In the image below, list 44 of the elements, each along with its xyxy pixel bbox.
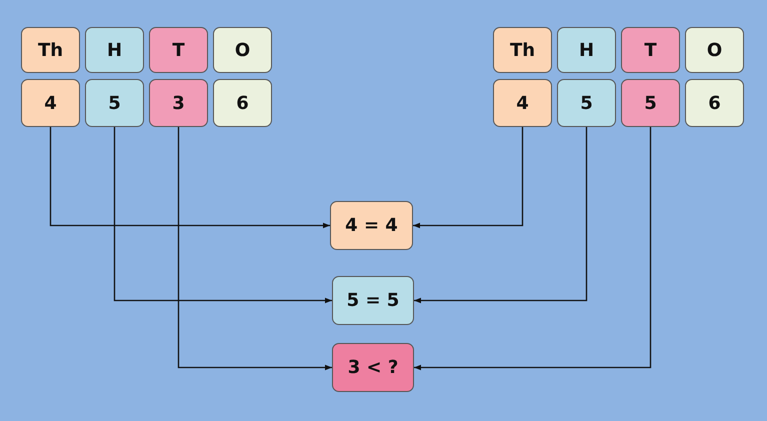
- place-value-header: [21, 27, 80, 73]
- digit-box: [213, 79, 272, 127]
- digit-box: [85, 79, 144, 127]
- digit-box: [493, 79, 552, 127]
- digit-label: 4: [44, 92, 57, 114]
- digit-label: 3: [172, 92, 185, 114]
- digit-label: H: [578, 40, 594, 60]
- digit-label: T: [172, 40, 185, 60]
- digit-label: 6: [708, 92, 721, 114]
- place-value-header: [557, 27, 616, 73]
- digit-label: T: [644, 40, 657, 60]
- digit-label: O: [234, 40, 250, 60]
- place-value-header: [621, 27, 680, 73]
- comparison-box: [332, 343, 414, 392]
- digit-label: Th: [510, 40, 536, 60]
- digit-label: Th: [38, 40, 64, 60]
- place-value-header: [149, 27, 208, 73]
- digit-box: [21, 79, 80, 127]
- digit-box: [557, 79, 616, 127]
- place-value-header: [493, 27, 552, 73]
- arrow: [414, 127, 588, 304]
- arrow: [178, 127, 332, 370]
- digit-box: [685, 79, 744, 127]
- digit-label: H: [106, 40, 122, 60]
- place-value-header: [213, 27, 272, 73]
- digit-box: [621, 79, 680, 127]
- digit-box: [149, 79, 208, 127]
- comparison-text: 4 = 4: [345, 215, 398, 236]
- place-value-header: [685, 27, 744, 73]
- digit-label: 5: [108, 92, 121, 114]
- comparison-box: [330, 201, 413, 250]
- place-value-header: [85, 27, 144, 73]
- digit-label: 4: [516, 92, 529, 114]
- digit-label: 5: [644, 92, 657, 114]
- arrow: [114, 127, 332, 304]
- comparison-text: 5 = 5: [346, 290, 400, 311]
- arrow: [50, 127, 330, 228]
- comparison-box: [332, 276, 414, 325]
- digit-label: 6: [236, 92, 249, 114]
- digit-label: 5: [580, 92, 593, 114]
- digit-label: O: [706, 40, 722, 60]
- arrow: [413, 127, 524, 228]
- comparison-text: 3 < ?: [348, 357, 398, 378]
- arrow: [414, 127, 652, 370]
